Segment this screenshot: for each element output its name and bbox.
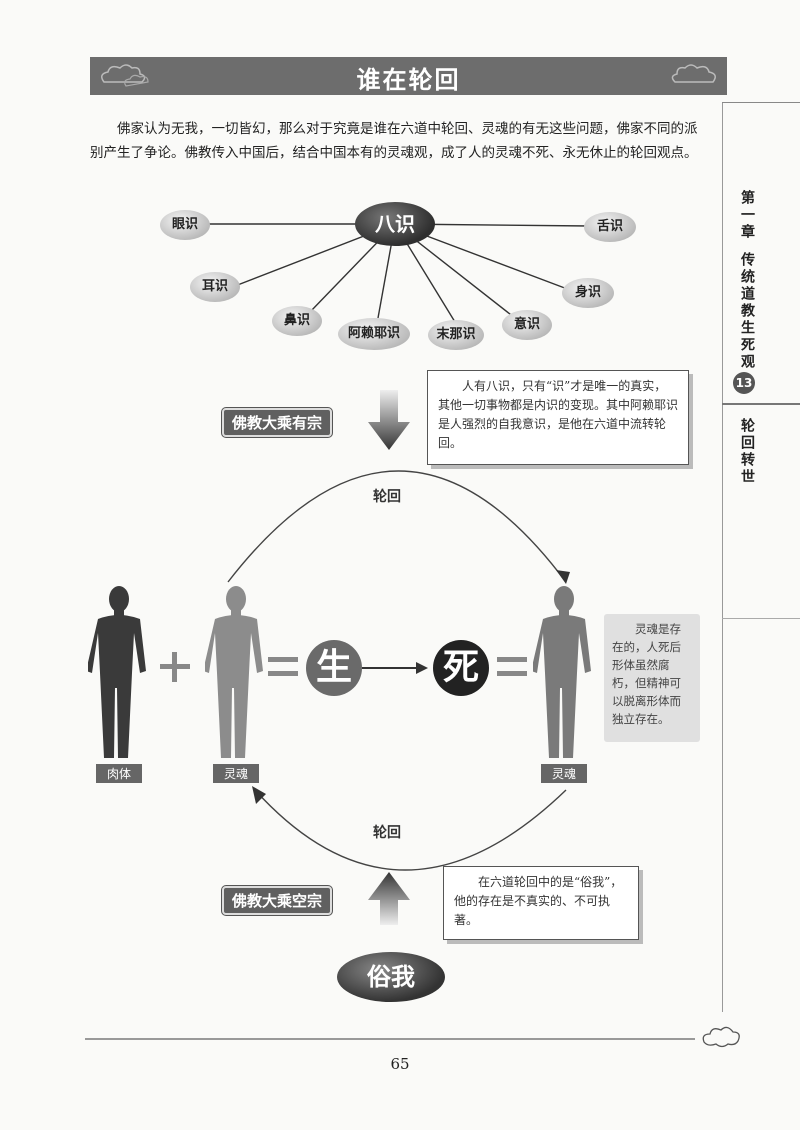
soul-figure-icon: [533, 586, 591, 758]
consciousness-node: 舌识: [584, 212, 636, 242]
si-circle: 死: [433, 640, 489, 696]
youzong-note: 人有八识，只有“识”才是唯一的真实，其他一切事物都是内识的变现。其中阿赖耶识是人…: [427, 370, 689, 465]
consciousness-node: 眼识: [160, 210, 210, 240]
chapter-title: 传统道教生死观: [739, 252, 755, 371]
chapter-label: 第一章: [739, 190, 755, 241]
body-label: 肉体: [96, 764, 142, 783]
footer-rule: [85, 1038, 695, 1040]
intro-paragraph: 佛家认为无我，一切皆幻，那么对于究竟是谁在六道中轮回、灵魂的有无这些问题，佛家不…: [90, 121, 698, 161]
kongzong-tag: 佛教大乘空宗: [222, 886, 333, 915]
body-figure-icon: [88, 586, 146, 758]
cycle-label-top: 轮回: [373, 489, 401, 505]
side-divider: [722, 102, 800, 103]
soul-figure-icon: [205, 586, 263, 758]
youzong-tag: 佛教大乘有宗: [222, 408, 333, 437]
consciousness-node: 末那识: [428, 320, 484, 350]
page-title: 谁在轮回: [356, 66, 461, 94]
soul-note: 灵魂是存在的，人死后形体虽然腐朽，但精神可以脱离形体而独立存在。: [604, 614, 700, 742]
page-number: 65: [390, 1055, 410, 1073]
side-divider: [722, 403, 800, 405]
kongzong-note: 在六道轮回中的是“俗我”，他的存在是不真实的、不可执著。: [443, 866, 639, 940]
consciousness-node: 阿赖耶识: [338, 318, 410, 350]
cloud-ornament-icon: [702, 1026, 740, 1048]
eight-consciousness-center: 八识: [355, 202, 435, 246]
sawo-badge: 俗我: [337, 952, 445, 1002]
cloud-ornament-icon: [101, 64, 149, 87]
side-divider: [722, 618, 800, 619]
soul-label: 灵魂: [541, 764, 587, 783]
sheng-circle: 生: [306, 640, 362, 696]
consciousness-node: 鼻识: [272, 306, 322, 336]
consciousness-node: 耳识: [190, 272, 240, 302]
cycle-label-bottom: 轮回: [373, 825, 401, 841]
chapter-number-badge: 13: [733, 372, 755, 394]
side-divider: [722, 102, 723, 1012]
consciousness-node: 身识: [562, 278, 614, 308]
title-banner: 谁在轮回: [90, 57, 727, 95]
section-title: 轮回转世: [739, 418, 755, 486]
soul-label: 灵魂: [213, 764, 259, 783]
consciousness-node: 意识: [502, 310, 552, 340]
cloud-ornament-icon: [671, 64, 716, 83]
